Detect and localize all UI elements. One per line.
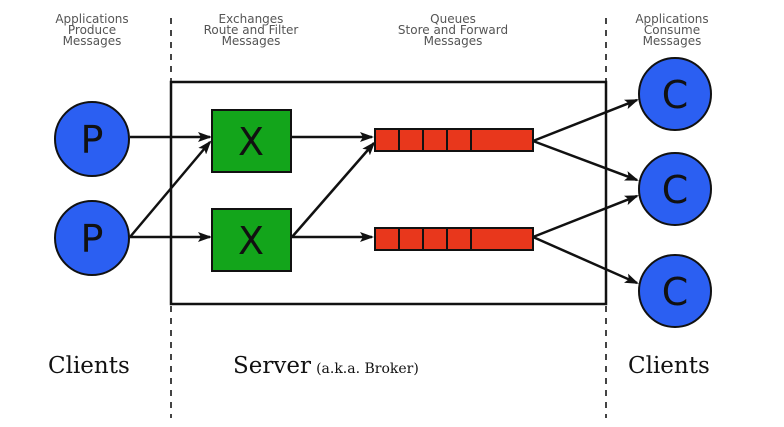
queue-1 [374, 128, 534, 152]
consumer-node-3: C [638, 254, 712, 328]
server-title: Server [233, 353, 311, 379]
header-queues-line-1: Queues [430, 12, 476, 26]
producer-label-1: P [81, 118, 104, 162]
header-exchanges-line-1: Exchanges [218, 12, 284, 26]
header-queues: Queues Store and Forward Messages [373, 12, 533, 48]
header-producers-line-1: Applications [55, 12, 129, 26]
header-exchanges-line-3: Messages [221, 34, 281, 48]
clients-right-label: Clients [628, 353, 710, 379]
server-note: (a.k.a. Broker) [316, 361, 419, 377]
header-consumers-line-1: Applications [635, 12, 709, 26]
arrow-q2-c2 [532, 194, 639, 239]
header-producers: Applications Produce Messages [42, 12, 142, 48]
exchange-label-1: X [238, 120, 264, 164]
header-producers-line-2: Produce [67, 23, 117, 37]
header-queues-line-2: Store and Forward [397, 23, 509, 37]
arrow-q1-c2 [532, 139, 639, 182]
header-exchanges-line-2: Route and Filter [203, 23, 299, 37]
producer-node-2: P [54, 200, 130, 276]
exchange-node-2: X [211, 208, 292, 272]
arrow-q1-c1 [532, 98, 639, 143]
header-consumers: Applications Consume Messages [620, 12, 724, 48]
consumer-node-1: C [638, 57, 712, 131]
arrow-x2-q1 [291, 141, 376, 238]
consumer-node-2: C [638, 152, 712, 226]
producer-node-1: P [54, 101, 130, 177]
consumer-label-3: C [662, 270, 689, 314]
server-box [169, 80, 608, 306]
clients-left-label: Clients [48, 353, 130, 379]
arrow-p2-x1 [129, 140, 212, 238]
arrow-q2-c3 [532, 235, 639, 285]
server-label: Server (a.k.a. Broker) [233, 353, 419, 379]
header-queues-line-3: Messages [423, 34, 483, 48]
producer-label-2: P [81, 217, 104, 261]
consumer-label-2: C [662, 168, 689, 212]
header-consumers-line-2: Consume [643, 23, 701, 37]
header-producers-line-3: Messages [62, 34, 122, 48]
queue-2 [374, 227, 534, 251]
consumer-label-1: C [662, 73, 689, 117]
header-exchanges: Exchanges Route and Filter Messages [185, 12, 317, 48]
exchange-node-1: X [211, 109, 292, 173]
exchange-label-2: X [238, 219, 264, 263]
header-consumers-line-3: Messages [642, 34, 702, 48]
